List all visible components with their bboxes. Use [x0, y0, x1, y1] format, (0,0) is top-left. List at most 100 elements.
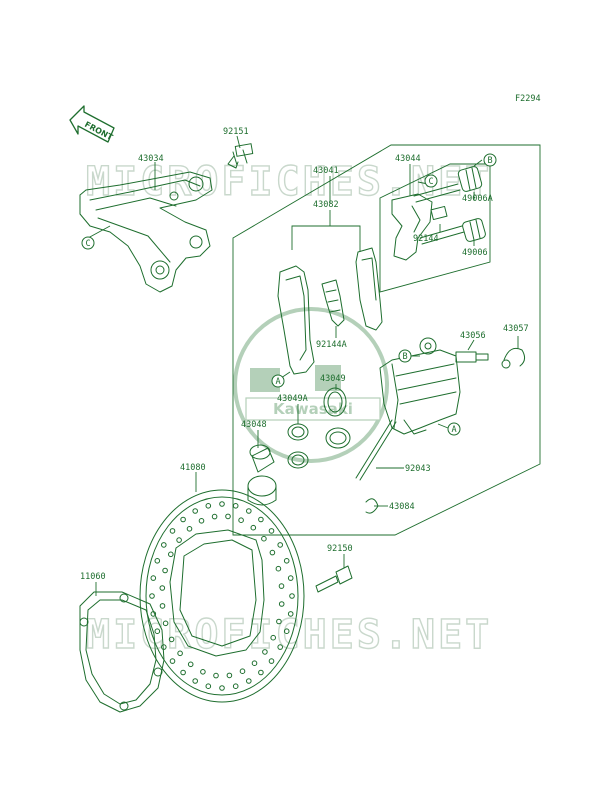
disc-hole [187, 661, 194, 668]
disc-hole [150, 575, 157, 581]
disc-hole [219, 685, 225, 691]
disc-hole [287, 575, 294, 581]
disc-hole [162, 620, 169, 627]
disc-hole [278, 601, 285, 607]
disc-hole [232, 503, 239, 509]
caliper-body [379, 337, 461, 435]
disc-hole [180, 516, 186, 523]
boot-49006 [419, 218, 486, 245]
disc-hole [177, 650, 183, 657]
disc-hole [246, 678, 252, 684]
disc-hole [200, 669, 206, 675]
label-41080: 41080 [180, 463, 206, 473]
watermark-text-top: MICROFICHES.NET [86, 159, 492, 205]
boot-49006A [457, 166, 483, 192]
bleeder-cap [501, 347, 526, 369]
disc-hole [159, 603, 166, 609]
disc-hole [213, 672, 219, 679]
part-labels: 92151 43034 43041 43044 43082 49006A 921… [80, 127, 529, 582]
caliper-holder [391, 183, 461, 261]
label-43056: 43056 [460, 331, 486, 341]
disc-hole [161, 644, 167, 650]
disc-hole [180, 669, 186, 676]
disc-hole [149, 593, 155, 599]
svg-text:B: B [402, 352, 407, 362]
disc-hole [211, 513, 218, 520]
disc-hole [238, 517, 244, 524]
piston-43048 [247, 444, 277, 506]
figure-code: F2294 [515, 94, 541, 104]
disc-hole [275, 565, 282, 572]
disc-hole [268, 658, 275, 664]
svg-text:B: B [487, 156, 492, 166]
label-92144A: 92144A [316, 340, 347, 350]
disc-gasket [79, 591, 165, 713]
disc-hole [161, 542, 167, 548]
disc-hole [225, 513, 231, 520]
label-49006A: 49006A [462, 194, 493, 204]
disc-hole [258, 669, 264, 676]
disc-hole [246, 508, 252, 514]
disc-hole [276, 618, 282, 625]
disc-hole [277, 644, 284, 650]
disc-hole [261, 535, 267, 542]
bracket-subassembly-outline [379, 163, 491, 293]
leader-lines [87, 135, 519, 596]
label-92144: 92144 [413, 234, 439, 244]
label-92151: 92151 [223, 127, 249, 137]
disc-hole [283, 628, 290, 635]
svg-text:A: A [275, 377, 280, 387]
piston-seal-43049 [323, 387, 347, 417]
label-43049: 43049 [320, 374, 346, 384]
callout-c-bracket: C [81, 236, 95, 250]
disc-hole [226, 672, 233, 679]
disc-hole [270, 634, 277, 641]
callout-c-holder: C [424, 174, 438, 188]
disc-hole [278, 583, 285, 589]
caliper-bracket [79, 171, 213, 293]
label-92150: 92150 [327, 544, 353, 554]
disc-hole [283, 558, 290, 564]
disc-hole [268, 528, 275, 534]
disc-hole [205, 503, 212, 509]
pad-pin [355, 419, 397, 481]
label-43082: 43082 [313, 200, 339, 210]
label-43057: 43057 [503, 324, 529, 334]
watermark-text-bottom: MICROFICHES.NET [86, 612, 492, 658]
disc-hole [250, 524, 257, 531]
disc-hole [168, 636, 175, 643]
callout-a-pad: A [271, 374, 285, 388]
disc-hole [289, 593, 295, 599]
disc-hole [277, 542, 284, 548]
disc-hole [154, 558, 161, 564]
label-43044: 43044 [395, 154, 421, 164]
label-43034: 43034 [138, 154, 164, 164]
kawasaki-logo: Kawasaki [233, 307, 389, 463]
disc-hole [205, 683, 212, 690]
disc-hole [232, 683, 239, 690]
brake-disc [139, 489, 305, 703]
label-92043: 92043 [405, 464, 431, 474]
label-43084: 43084 [389, 502, 415, 512]
caliper-assembly-outline [232, 144, 541, 536]
disc-hole [168, 551, 174, 558]
pad-spring-92144A [321, 279, 345, 327]
disc-bolt [315, 565, 353, 593]
disc-hole [192, 678, 198, 684]
bleeder-valve [455, 351, 489, 363]
bolt-92151 [227, 143, 254, 169]
watermark: MICROFICHES.NET MICROFICHES.NET [85, 158, 492, 658]
disc-hole [258, 516, 264, 523]
brake-pads [277, 247, 383, 375]
disc-hole [169, 658, 176, 664]
disc-hole [154, 628, 161, 635]
callout-b-caliper: B [398, 349, 412, 363]
disc-hole [287, 611, 294, 617]
callout-b-boot: B [483, 153, 497, 167]
disc-hole [251, 660, 258, 667]
svg-text:C: C [85, 239, 90, 249]
disc-hole [192, 508, 198, 514]
label-43049A: 43049A [277, 394, 308, 404]
label-43041: 43041 [313, 166, 339, 176]
